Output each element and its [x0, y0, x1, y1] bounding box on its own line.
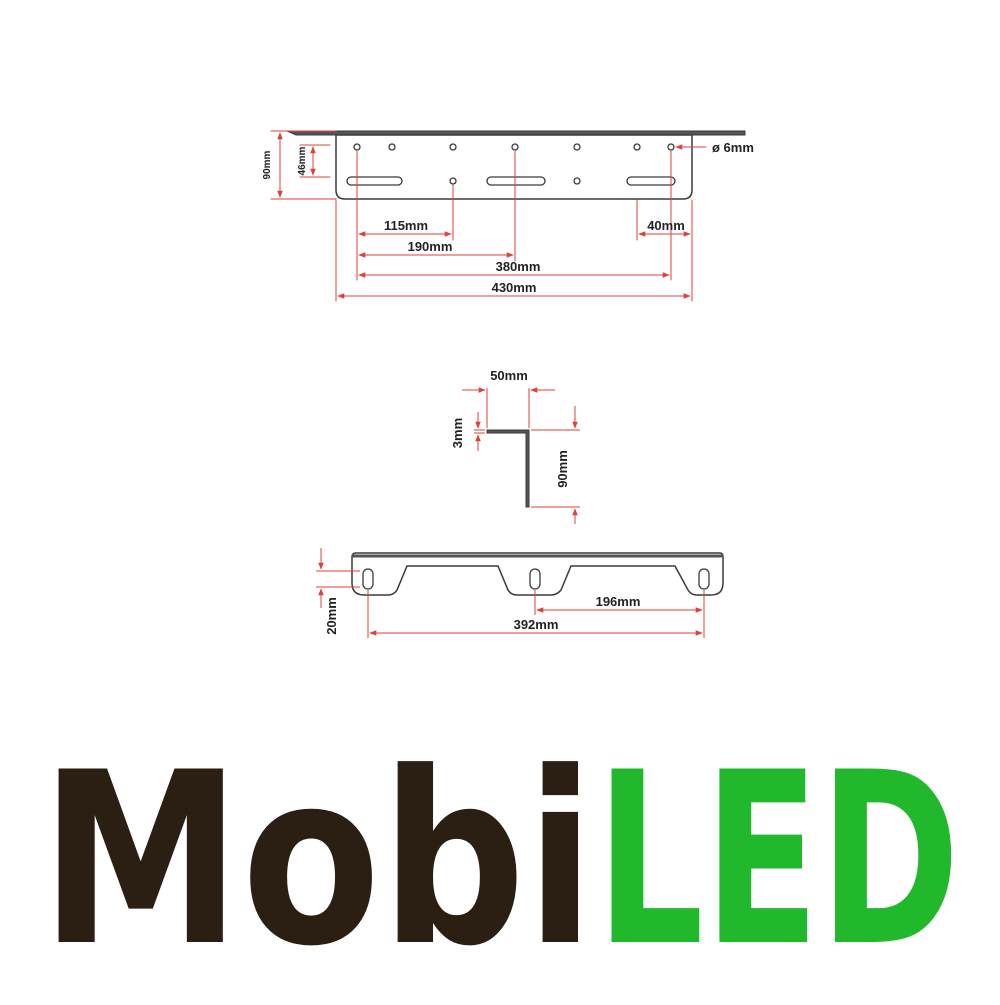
top-flange: [286, 130, 746, 136]
dim-3mm-label: 3mm: [450, 418, 465, 448]
bracket-plate: [335, 134, 693, 200]
top-view: 90mm 46mm ø 6mm 115mm 190mm 40mm 380mm 4…: [262, 130, 754, 302]
dim-430mm-label: 430mm: [492, 280, 537, 295]
dim-90mm-profile-label: 90mm: [555, 450, 570, 488]
dim-196mm-label: 196mm: [596, 594, 641, 609]
dim-380mm-label: 380mm: [496, 259, 541, 274]
dim-20mm-label: 20mm: [324, 597, 339, 635]
front-slots: [362, 568, 710, 590]
dim-46mm-label: 46mm: [297, 146, 308, 175]
dim-40mm-label: 40mm: [647, 218, 685, 233]
mounting-holes: [353, 143, 675, 185]
dim-190mm-label: 190mm: [408, 239, 453, 254]
l-profile: [486, 429, 530, 508]
profile-view: 50mm 3mm 90mm: [450, 368, 580, 524]
dim-hole-label: ø 6mm: [712, 140, 754, 155]
dim-392mm-label: 392mm: [514, 617, 559, 632]
front-view: 20mm 196mm 392mm: [316, 548, 724, 638]
logo-mobi: Mobi: [40, 722, 595, 999]
dim-115mm-label: 115mm: [384, 218, 428, 233]
mobiled-logo: Mobi LED: [40, 722, 960, 999]
dim-90mm-label: 90mm: [262, 150, 273, 179]
mounting-slots: [346, 176, 676, 186]
dim-50mm-label: 50mm: [490, 368, 528, 383]
logo-led: LED: [596, 722, 960, 999]
